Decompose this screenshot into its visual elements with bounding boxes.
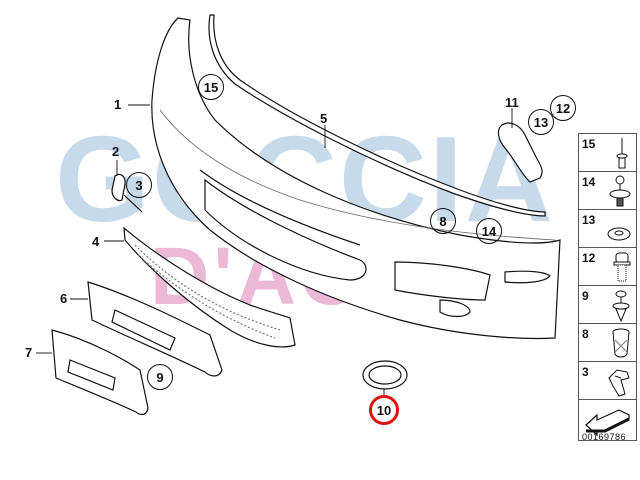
- legend-label: 13: [582, 213, 596, 227]
- callout-5: 5: [320, 111, 328, 126]
- callout-12: 12: [550, 95, 576, 121]
- legend-item-15: 15: [579, 134, 636, 172]
- push-clip-icon: [612, 290, 630, 322]
- legend-label: 8: [582, 327, 589, 341]
- legend-label: 12: [582, 251, 596, 265]
- trim-strip-part-5: [208, 14, 546, 217]
- legend-label: 9: [582, 289, 589, 303]
- callout-2: 2: [112, 144, 120, 159]
- callout-10-highlighted: 10: [369, 395, 399, 425]
- callout-13: 13: [528, 109, 554, 135]
- legend-label: 3: [582, 365, 589, 379]
- direction-arrow-icon: [585, 409, 630, 437]
- fastener-legend: 15 14 13 12 9 8 3: [578, 133, 637, 441]
- callout-4: 4: [92, 234, 100, 249]
- callout-15: 15: [198, 74, 224, 100]
- diagram-code: 00169786: [582, 432, 627, 442]
- callout-14: 14: [476, 218, 502, 244]
- callout-9: 9: [147, 364, 173, 390]
- legend-item-9: 9: [579, 286, 636, 324]
- rivet-icon: [616, 138, 628, 169]
- callout-6: 6: [60, 291, 68, 306]
- legend-item-8: 8: [579, 324, 636, 362]
- cap-part-2: [111, 173, 126, 202]
- washer-icon: [607, 227, 631, 241]
- bracket-clip-icon: [608, 369, 630, 397]
- legend-label: 15: [582, 137, 596, 151]
- legend-item-arrow: [579, 400, 636, 440]
- callout-8: 8: [430, 208, 456, 234]
- expanding-rivet-icon: [609, 175, 631, 207]
- expansion-nut-icon: [612, 328, 630, 358]
- legend-item-3: 3: [579, 362, 636, 400]
- hex-bolt-icon: [613, 252, 631, 282]
- legend-item-13: 13: [579, 210, 636, 248]
- callout-3: 3: [126, 172, 152, 198]
- legend-item-14: 14: [579, 172, 636, 210]
- callout-11: 11: [505, 95, 519, 110]
- legend-item-12: 12: [579, 248, 636, 286]
- callout-7: 7: [25, 345, 33, 360]
- bracket-part-11: [497, 122, 543, 183]
- legend-label: 14: [582, 175, 596, 189]
- leader-lines: [36, 104, 513, 396]
- callout-1: 1: [114, 97, 122, 112]
- grille-part-4: [123, 226, 296, 348]
- wire-part-2: [123, 194, 143, 213]
